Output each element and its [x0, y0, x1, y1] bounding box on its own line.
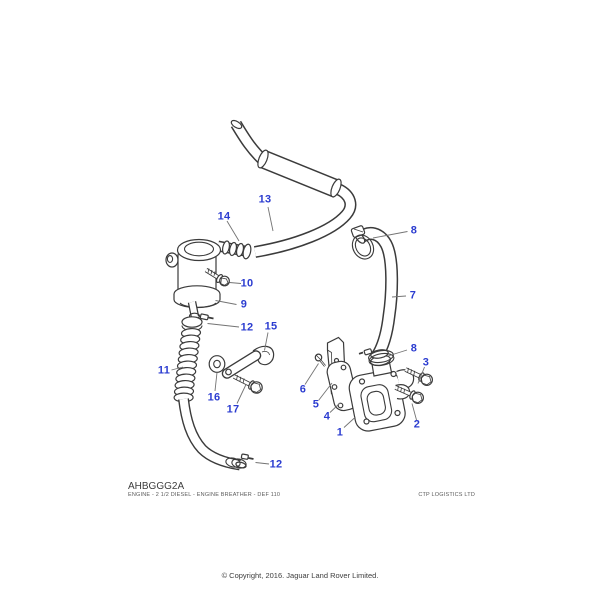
part-callout-12-lower[interactable]: 12 — [269, 458, 283, 471]
drawing-code: AHBGGG2A — [128, 481, 185, 492]
part-callout-5[interactable]: 5 — [312, 398, 320, 411]
part-callout-8-upper[interactable]: 8 — [410, 224, 418, 237]
part-callout-15[interactable]: 15 — [264, 320, 278, 333]
part-callout-9[interactable]: 9 — [240, 298, 248, 311]
part-callout-10[interactable]: 10 — [240, 277, 254, 290]
part-callout-12-upper[interactable]: 12 — [240, 321, 254, 334]
part-callout-17[interactable]: 17 — [226, 403, 240, 416]
part-callout-11[interactable]: 11 — [157, 364, 171, 377]
part-callout-7[interactable]: 7 — [409, 289, 417, 302]
part-callout-14[interactable]: 14 — [217, 210, 231, 223]
logistics-credit: CTP LOGISTICS LTD — [418, 492, 475, 498]
part-callout-6[interactable]: 6 — [299, 383, 307, 396]
part-callout-8-lower[interactable]: 8 — [410, 342, 418, 355]
part-callout-2[interactable]: 2 — [413, 418, 421, 431]
part-callout-3[interactable]: 3 — [422, 356, 430, 369]
part-callout-16[interactable]: 16 — [207, 391, 221, 404]
part-callout-1[interactable]: 1 — [336, 426, 344, 439]
part-callout-13[interactable]: 13 — [258, 193, 272, 206]
drawing-title: ENGINE - 2 1/2 DIESEL - ENGINE BREATHER … — [128, 492, 281, 498]
part-callout-4[interactable]: 4 — [323, 410, 331, 423]
copyright-notice: © Copyright, 2016. Jaguar Land Rover Lim… — [221, 571, 379, 580]
